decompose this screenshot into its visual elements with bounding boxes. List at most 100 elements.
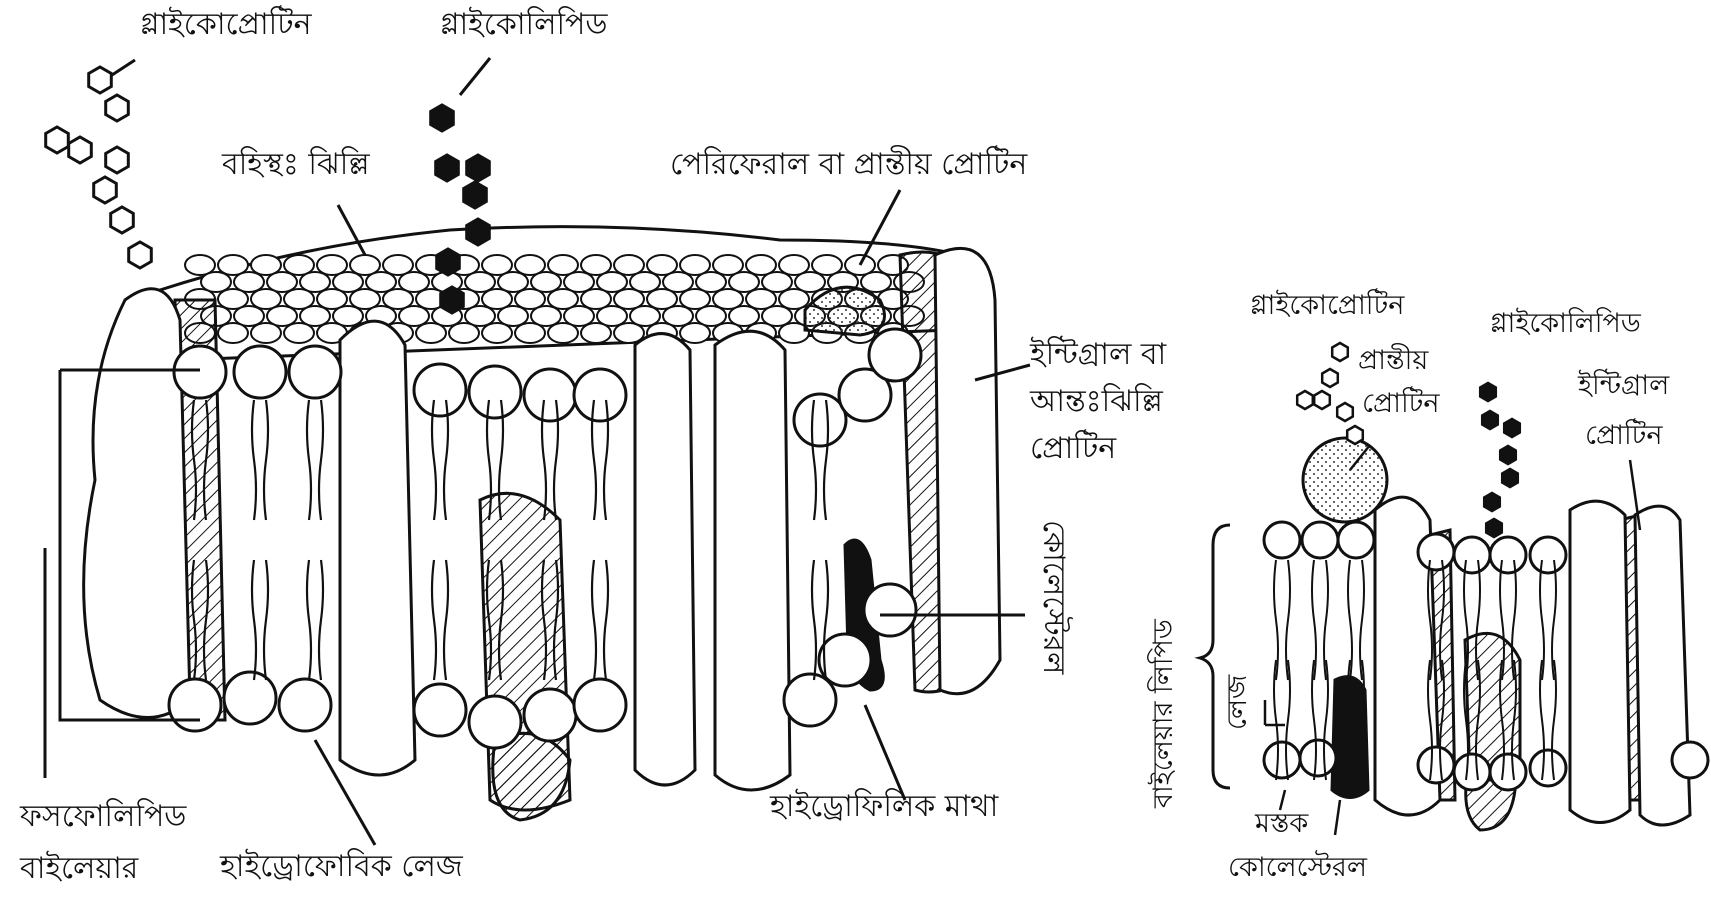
lipid-tail — [252, 400, 256, 520]
label-bilayer-lipid: বাইলেয়ার লিপিড — [1148, 619, 1179, 808]
sugar-unit — [69, 137, 92, 163]
lipid-head-upper — [469, 366, 521, 418]
label-hydrophilic-head: হাইড্রোফিলিক মাথা — [770, 790, 998, 825]
sugar-unit — [1337, 403, 1353, 421]
sugar-unit — [111, 207, 134, 233]
label-phospholipid-2: বাইলেয়ার — [20, 852, 138, 887]
surface-head — [482, 323, 512, 343]
lipid-head-lower — [1672, 742, 1708, 778]
lipid-tail — [444, 400, 448, 520]
bilayer-brace — [1200, 525, 1230, 788]
label-peripheral-right-1: প্রান্তীয় — [1358, 345, 1428, 376]
label-cholesterol-right: কোলেস্টেরল — [1228, 852, 1367, 883]
surface-head — [416, 323, 446, 343]
sugar-unit — [1347, 426, 1363, 444]
sugar-unit — [46, 127, 69, 153]
lipid-head-lower — [864, 584, 916, 636]
lipid-head-lower — [169, 679, 221, 731]
label-glycoprotein-right: গ্লাইকোপ্রোটিন — [1250, 290, 1404, 321]
lipid-head-upper — [1264, 522, 1300, 558]
lipid-head-lower — [574, 679, 626, 731]
label-glycolipid-left: গ্লাইকোলিপিড — [440, 8, 607, 43]
right-integral-protein-2 — [1570, 501, 1630, 822]
surface-head — [218, 323, 248, 343]
sugar-unit — [94, 177, 117, 203]
lipid-tail — [252, 560, 256, 680]
label-peripheral-right-2: প্রোটিন — [1362, 388, 1440, 419]
surface-head — [680, 323, 710, 343]
sugar-unit — [1480, 383, 1496, 401]
label-peripheral-protein: পেরিফেরাল বা প্রান্তীয় প্রোটিন — [670, 148, 1027, 183]
lipid-tail — [264, 560, 268, 680]
surface-head — [251, 323, 281, 343]
surface-head — [515, 323, 545, 343]
label-glycolipid-right: গ্লাইকোলিপিড — [1490, 308, 1641, 339]
sugar-unit — [1500, 446, 1516, 464]
surface-head — [284, 323, 314, 343]
right-glycoprotein-chain — [1297, 343, 1363, 444]
sugar-unit — [1332, 343, 1348, 361]
lipid-head-upper — [1418, 534, 1454, 570]
lipid-head-upper — [1454, 537, 1490, 573]
lipid-head-upper — [1302, 522, 1338, 558]
sugar-unit — [1504, 419, 1520, 437]
label-phospholipid-1: ফসফোলিপিড — [20, 800, 186, 835]
lipid-tail — [592, 560, 596, 680]
lipid-head-lower — [1530, 750, 1566, 786]
sugar-unit — [436, 155, 459, 181]
sugar-unit — [1314, 391, 1330, 409]
lipid-head-upper — [574, 369, 626, 421]
left-integral-protein-2 — [340, 321, 415, 775]
lipid-head-lower — [1454, 754, 1490, 790]
label-cholesterol-left: কোলেস্টেরল — [1036, 520, 1071, 674]
lipid-head-upper — [414, 364, 466, 416]
lipid-head-upper — [234, 346, 286, 398]
lipid-head-lower — [524, 689, 576, 741]
lipid-head-lower — [1418, 747, 1454, 783]
left-integral-protein-4 — [715, 331, 790, 790]
lipid-tail — [319, 560, 323, 680]
left-integral-protein-1 — [84, 289, 190, 718]
lipid-tail — [319, 400, 323, 520]
sugar-unit — [1502, 469, 1518, 487]
lipid-head-upper — [869, 329, 921, 381]
sugar-unit — [437, 249, 460, 275]
sugar-unit — [129, 242, 152, 268]
lipid-head-lower — [224, 672, 276, 724]
label-integral-right-1: ইন্টিগ্রাল — [1578, 370, 1669, 401]
label-integral-protein-2: আন্তঃঝিল্লি — [1030, 385, 1163, 420]
lipid-head-lower — [469, 696, 521, 748]
lipid-head-upper — [174, 346, 226, 398]
label-tail: লেজ — [1222, 675, 1253, 730]
lipid-head-lower — [1300, 740, 1336, 776]
lipid-head-lower — [784, 674, 836, 726]
lipid-head-lower — [414, 684, 466, 736]
surface-head — [449, 323, 479, 343]
lipid-tail — [432, 400, 436, 520]
right-glycolipid-chain — [1480, 383, 1520, 537]
sugar-unit — [1297, 391, 1313, 409]
lipid-head-lower — [1490, 754, 1526, 790]
lipid-head-upper — [1490, 537, 1526, 573]
sugar-unit — [467, 155, 490, 181]
label-glycoprotein-left: গ্লাইকোপ্রোটিন — [140, 8, 312, 43]
lipid-head-lower — [1264, 742, 1300, 778]
sugar-unit — [464, 182, 487, 208]
left-integral-protein-3 — [635, 334, 695, 785]
label-integral-protein-1: ইন্টিগ্রাল বা — [1030, 338, 1166, 373]
left-integral-protein-5 — [935, 248, 1000, 693]
lipid-tail — [432, 560, 436, 680]
sugar-unit — [1322, 369, 1338, 387]
lipid-head-upper — [794, 394, 846, 446]
sugar-unit — [1482, 411, 1498, 429]
lipid-tail — [812, 560, 816, 680]
label-outer-membrane: বহিস্থঃ ঝিল্লি — [222, 148, 370, 183]
lipid-tail — [444, 560, 448, 680]
lipid-head-upper — [524, 369, 576, 421]
lipid-head-upper — [1338, 522, 1374, 558]
lipid-head-upper — [1530, 537, 1566, 573]
sugar-unit — [431, 105, 454, 131]
label-integral-right-2: প্রোটিন — [1585, 420, 1663, 451]
surface-head — [581, 323, 611, 343]
